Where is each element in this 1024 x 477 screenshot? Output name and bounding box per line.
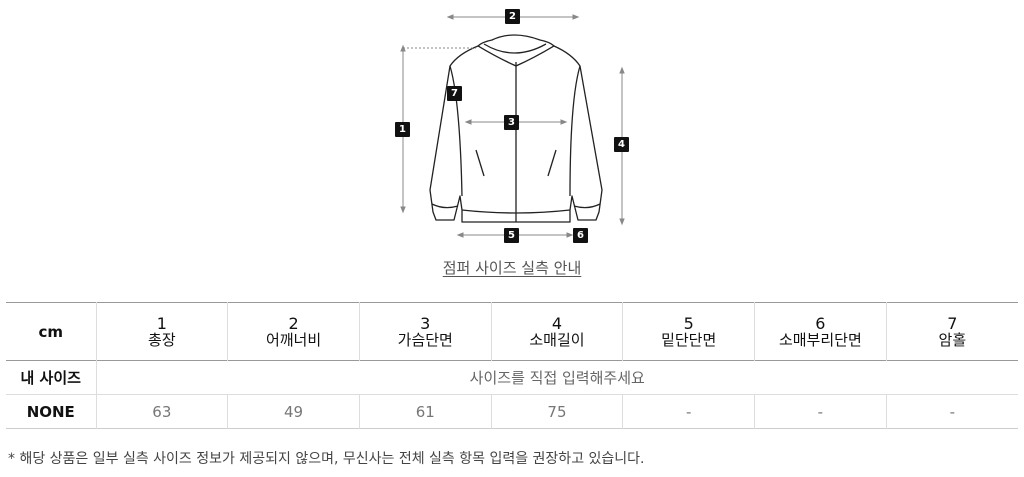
table-row: NONE 63 49 61 75 - - -: [6, 394, 1018, 429]
measurement-badge-7: 7: [447, 86, 462, 101]
measurement-badge-6: 6: [573, 228, 588, 243]
my-size-input-prompt[interactable]: 사이즈를 직접 입력해주세요: [95, 360, 1018, 395]
measurement-badge-4: 4: [614, 137, 629, 152]
measurement-badge-5: 5: [504, 228, 519, 243]
size-value: -: [885, 394, 1018, 429]
my-size-row: 내 사이즈 사이즈를 직접 입력해주세요: [6, 360, 1018, 395]
unit-header: cm: [38, 322, 64, 341]
size-info-note: * 해당 상품은 일부 실측 사이즈 정보가 제공되지 않으며, 무신사는 전체…: [8, 451, 645, 467]
jacket-measurement-diagram: 2 1 7 3 4 5 6: [380, 0, 650, 260]
size-value: 61: [358, 394, 492, 429]
size-value: -: [754, 394, 887, 429]
size-value: -: [622, 394, 755, 429]
jacket-illustration: [400, 14, 625, 238]
size-row-label: NONE: [26, 402, 75, 421]
measurement-badge-3: 3: [504, 115, 519, 130]
size-guide-link[interactable]: 점퍼 사이즈 실측 안내: [442, 259, 582, 277]
measurement-badge-1: 1: [395, 122, 410, 137]
size-value: 63: [95, 394, 228, 429]
measurement-badge-2: 2: [505, 9, 520, 24]
my-size-label: 내 사이즈: [20, 369, 81, 387]
size-value: 75: [490, 394, 623, 429]
size-value: 49: [227, 394, 360, 429]
